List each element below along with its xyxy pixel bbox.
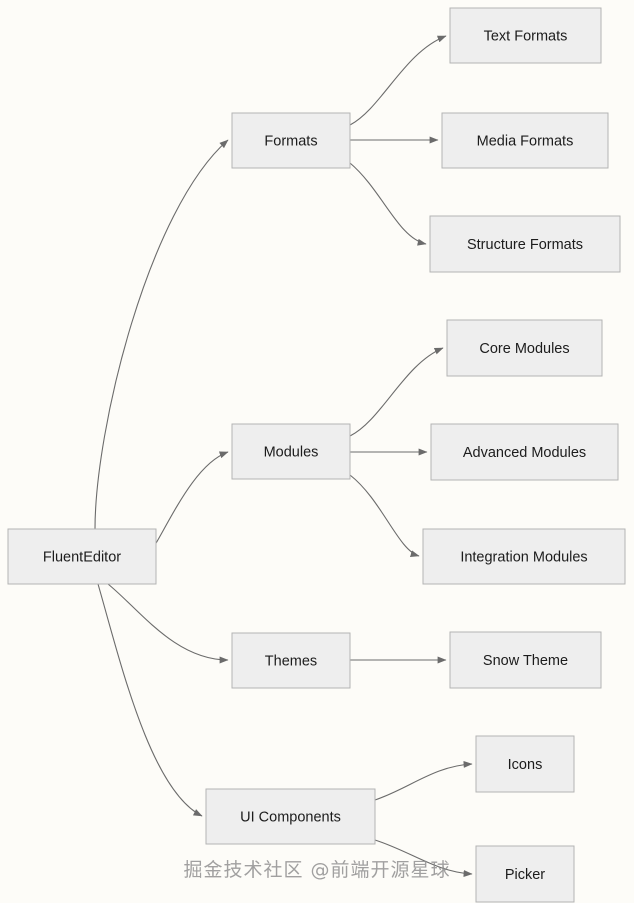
node-box-advmod[interactable]	[430, 423, 619, 481]
node-mediafmt[interactable]: Media Formats	[441, 112, 609, 169]
node-root[interactable]: FluentEditor	[7, 528, 157, 585]
node-box-intmod[interactable]	[422, 528, 626, 585]
edge-formats-to-textfmt	[349, 35, 447, 126]
edge-layer	[94, 35, 473, 878]
node-box-ui[interactable]	[205, 788, 376, 845]
edge-root-to-formats	[94, 139, 229, 530]
node-box-themes[interactable]	[231, 632, 351, 689]
edge-formats-to-structfmt	[349, 162, 427, 246]
node-label-snow: Snow Theme	[483, 653, 568, 669]
node-label-ui: UI Components	[240, 809, 341, 825]
node-modules[interactable]: Modules	[231, 423, 351, 480]
node-formats[interactable]: Formats	[231, 112, 351, 169]
node-label-textfmt: Text Formats	[484, 28, 568, 44]
node-snow[interactable]: Snow Theme	[449, 631, 602, 689]
node-box-snow[interactable]	[449, 631, 602, 689]
node-box-formats[interactable]	[231, 112, 351, 169]
node-box-coremod[interactable]	[446, 319, 603, 377]
node-coremod[interactable]: Core Modules	[446, 319, 603, 377]
edge-root-to-themes	[107, 583, 229, 664]
node-label-intmod: Integration Modules	[460, 549, 587, 565]
node-box-mediafmt[interactable]	[441, 112, 609, 169]
node-structfmt[interactable]: Structure Formats	[429, 215, 621, 273]
node-label-coremod: Core Modules	[479, 341, 569, 357]
node-advmod[interactable]: Advanced Modules	[430, 423, 619, 481]
node-box-modules[interactable]	[231, 423, 351, 480]
edge-ui-to-icons	[374, 760, 473, 801]
node-label-root: FluentEditor	[43, 549, 121, 565]
node-box-structfmt[interactable]	[429, 215, 621, 273]
edge-modules-to-coremod	[349, 347, 444, 437]
node-label-picker: Picker	[505, 867, 545, 883]
node-box-root[interactable]	[7, 528, 157, 585]
node-textfmt[interactable]: Text Formats	[449, 7, 602, 64]
node-box-textfmt[interactable]	[449, 7, 602, 64]
edge-ui-to-picker	[374, 839, 473, 878]
node-intmod[interactable]: Integration Modules	[422, 528, 626, 585]
node-ui[interactable]: UI Components	[205, 788, 376, 845]
node-label-mediafmt: Media Formats	[477, 133, 574, 149]
node-label-modules: Modules	[264, 444, 319, 460]
node-box-icons[interactable]	[475, 735, 575, 793]
node-themes[interactable]: Themes	[231, 632, 351, 689]
edge-root-to-ui	[97, 583, 203, 817]
edge-modules-to-intmod	[349, 474, 420, 558]
node-label-structfmt: Structure Formats	[467, 237, 583, 253]
node-label-icons: Icons	[508, 757, 543, 773]
node-label-formats: Formats	[264, 133, 317, 149]
node-label-advmod: Advanced Modules	[463, 445, 586, 461]
node-box-picker[interactable]	[475, 845, 575, 903]
node-label-themes: Themes	[265, 653, 317, 669]
node-icons[interactable]: Icons	[475, 735, 575, 793]
node-picker[interactable]: Picker	[475, 845, 575, 903]
